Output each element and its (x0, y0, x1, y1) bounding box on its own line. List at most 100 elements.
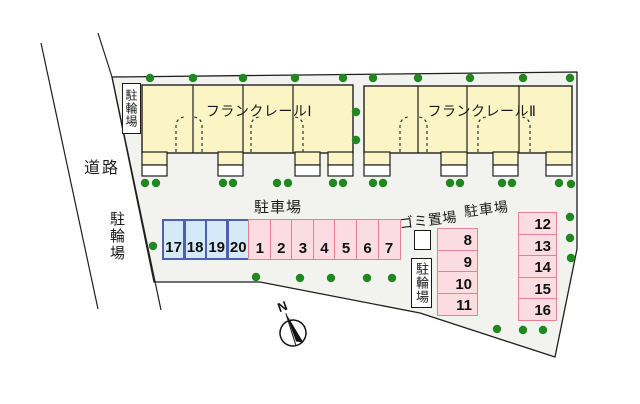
building-2-entry-path (399, 116, 409, 152)
tree-dot (338, 73, 348, 83)
building-2-entry-path (521, 116, 531, 152)
parking-space-1: 1 (248, 219, 272, 260)
tree-dot (351, 135, 361, 145)
parking-space-7: 7 (377, 219, 401, 260)
building-1-porch (327, 151, 354, 166)
parking-space-16: 16 (518, 298, 557, 322)
tree-dot (283, 178, 293, 188)
parking-space-4: 4 (312, 219, 337, 260)
tree-dot (465, 73, 475, 83)
parking-space-3: 3 (291, 219, 315, 260)
trees-layer (140, 73, 576, 335)
road-outer-edge (40, 42, 99, 310)
building-1-entry-path (294, 116, 304, 152)
tree-dot (565, 233, 575, 243)
tree-dot (328, 178, 338, 188)
tree-dot (228, 178, 238, 188)
compass-needle (285, 313, 304, 343)
tree-dot (368, 178, 378, 188)
building-1-entry-path (250, 116, 260, 152)
tree-dot (518, 73, 528, 83)
building-1-entry-path (193, 116, 203, 152)
building-2-porch (363, 151, 391, 166)
tree-dot (151, 178, 161, 188)
tree-dot (326, 273, 336, 283)
parking-space-2: 2 (269, 219, 293, 260)
tree-dot (295, 273, 305, 283)
bicycle-parking-box-building1-label: 駐輪場 (124, 89, 138, 128)
compass-needle-edge (285, 313, 297, 345)
tree-dot (338, 178, 348, 188)
tree-dot (148, 241, 158, 251)
road-inner-edge (97, 32, 162, 311)
building-2-step (363, 164, 391, 177)
parking-space-14: 14 (518, 255, 557, 279)
building-1-name: フランクレールⅠ (205, 103, 313, 119)
building-1-step (141, 164, 168, 177)
tree-dot (497, 178, 507, 188)
road-label: 道路 (84, 160, 121, 177)
parking-space-13: 13 (518, 233, 557, 257)
parking-space-11: 11 (437, 293, 478, 317)
tree-dot (566, 253, 576, 263)
building-2-porch (440, 151, 468, 166)
building-2-entry-path (477, 116, 487, 152)
tree-dot (492, 324, 502, 334)
road-bicycle-parking-label: 駐輪場 (108, 211, 125, 262)
tree-dot (145, 73, 155, 83)
lower-bicycle-parking-label: 駐輪場 (414, 262, 429, 304)
parking-space-5: 5 (334, 219, 358, 260)
building-2-step (440, 164, 468, 177)
tree-dot (251, 272, 261, 282)
building-1-step (294, 164, 321, 177)
tree-dot (238, 73, 248, 83)
building-2-footprint (363, 85, 573, 154)
tree-dot (445, 178, 455, 188)
parking-space-9: 9 (437, 249, 478, 273)
compass-north-letter: N (275, 298, 289, 315)
parking-space-8: 8 (437, 228, 478, 252)
tree-dot (538, 325, 548, 335)
tree-dot (507, 178, 517, 188)
tree-dot (565, 212, 575, 222)
building-1-footprint (141, 84, 354, 154)
tree-dot (218, 178, 228, 188)
tree-dot (413, 73, 423, 83)
building-1-porch (294, 151, 321, 166)
tree-dot (518, 325, 528, 335)
tree-dot (368, 73, 378, 83)
building-1-entry-path (175, 116, 185, 152)
parking-space-10: 10 (437, 271, 478, 295)
building-1-step (217, 164, 244, 177)
bicycle-parking-box-building1: 駐輪場 (122, 83, 141, 134)
building-1-step (327, 164, 354, 177)
tree-dot (351, 107, 361, 117)
building-2-step (492, 164, 519, 177)
building-2-name: フランクレールⅡ (427, 103, 537, 119)
tree-dot (362, 273, 372, 283)
parking-space-18: 18 (183, 219, 207, 260)
tree-dot (140, 178, 150, 188)
tree-dot (290, 73, 300, 83)
parking-space-15: 15 (518, 276, 557, 300)
tree-dot (272, 178, 282, 188)
parking-space-12: 12 (518, 212, 557, 236)
tree-dot (188, 73, 198, 83)
tree-dot (554, 178, 564, 188)
building-2-step (545, 164, 573, 177)
parking-space-6: 6 (355, 219, 380, 260)
building-2-porch (545, 151, 573, 166)
tree-dot (387, 273, 397, 283)
building-1-porch (141, 151, 168, 166)
tree-dot (566, 179, 576, 189)
parking-space-19: 19 (205, 219, 229, 260)
tree-dot (378, 178, 388, 188)
parking-space-20: 20 (226, 219, 250, 260)
lower-bicycle-parking-box: 駐輪場 (411, 258, 432, 308)
building-2-porch (492, 151, 519, 166)
building-2-entry-path (418, 116, 428, 152)
parking-space-17: 17 (162, 219, 186, 260)
front-parking-lot-label: 駐車場 (254, 199, 303, 216)
